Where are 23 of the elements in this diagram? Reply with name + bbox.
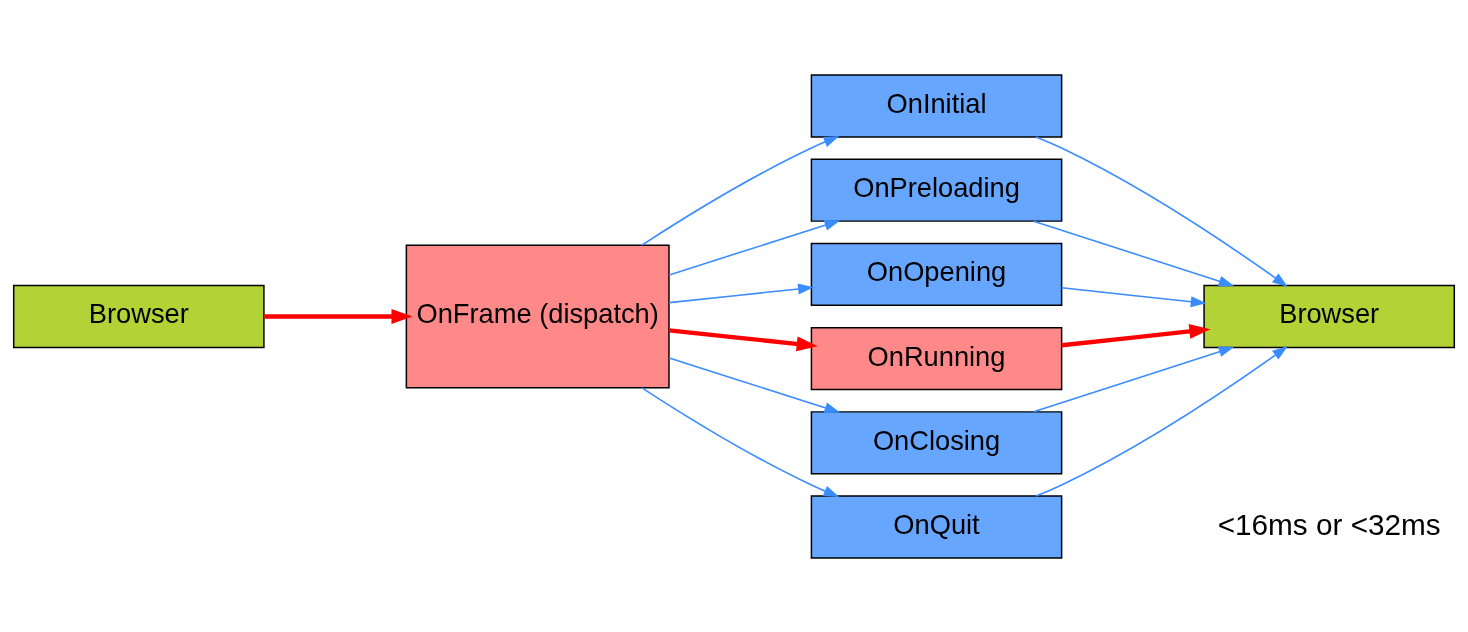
node-box: OnPreloading xyxy=(810,157,1063,222)
node-box: OnOpening xyxy=(810,242,1063,306)
node-box: OnClosing xyxy=(810,410,1063,475)
arrow xyxy=(1060,286,1207,307)
label: <16ms or <32ms xyxy=(1217,507,1441,541)
arrow xyxy=(641,386,840,497)
node-box: OnInitial xyxy=(810,73,1063,138)
arrow xyxy=(1061,323,1211,347)
arrow xyxy=(1032,219,1235,287)
arrow xyxy=(668,356,841,413)
node-box: OnRunning xyxy=(810,326,1063,390)
arrow xyxy=(641,135,840,246)
arrow xyxy=(669,327,818,351)
node-box: Browser xyxy=(1203,284,1456,348)
arrow xyxy=(1035,135,1288,287)
arrow xyxy=(1035,345,1288,497)
arrow xyxy=(668,219,841,276)
arrow xyxy=(264,308,413,324)
node-box: OnFrame (dispatch) xyxy=(405,244,670,388)
node-box: Browser xyxy=(12,284,265,348)
arrow xyxy=(1032,345,1235,413)
node-box: OnQuit xyxy=(810,494,1063,559)
arrow xyxy=(668,283,814,303)
